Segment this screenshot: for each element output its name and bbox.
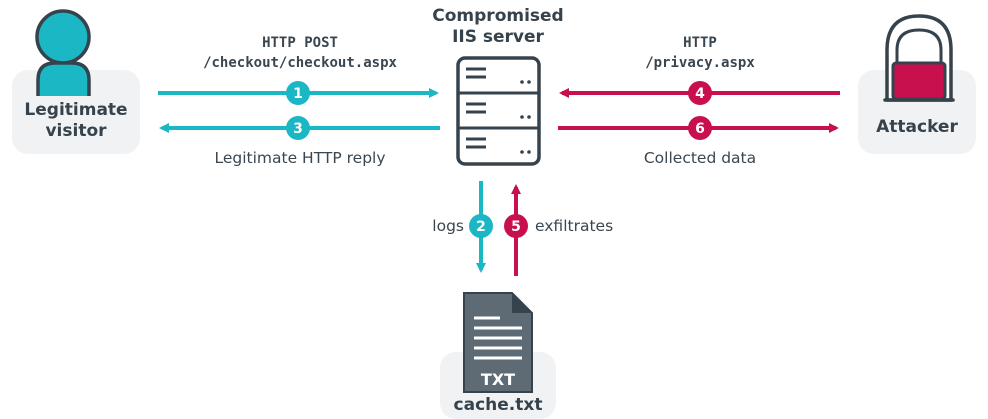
request-right-label: HTTP /privacy.aspx (580, 33, 820, 73)
step-5-number: 5 (511, 219, 521, 235)
step-2-circle (469, 214, 493, 238)
exfiltrates-label: exfiltrates (535, 217, 614, 235)
reply-left-caption: Legitimate HTTP reply (214, 149, 386, 167)
step-6-circle (688, 116, 712, 140)
person-icon (35, 9, 91, 96)
step-6-number: 6 (695, 121, 705, 137)
file-name: cache.txt (453, 395, 543, 415)
visitor-label-line2: visitor (45, 121, 107, 141)
request-right-path: /privacy.aspx (645, 55, 755, 71)
visitor-label-line1: Legitimate (24, 100, 128, 120)
step-4-number: 4 (695, 86, 705, 102)
step-4-circle (688, 81, 712, 105)
file-badge: TXT (481, 370, 515, 389)
server-title: Compromised IIS server (418, 6, 578, 48)
step-1-circle (286, 81, 310, 105)
step-3-circle (286, 116, 310, 140)
request-right-method: HTTP (683, 35, 717, 51)
step-1-number: 1 (293, 86, 303, 102)
reply-right-caption: Collected data (643, 149, 757, 167)
visitor-label: Legitimate visitor (12, 100, 140, 142)
request-left-label: HTTP POST /checkout/checkout.aspx (150, 33, 450, 73)
request-left-method: HTTP POST (262, 35, 338, 51)
attacker-label: Attacker (876, 117, 958, 137)
step-5-circle (504, 214, 528, 238)
server-icon (456, 56, 541, 166)
txt-file-icon (463, 292, 533, 393)
request-left-path: /checkout/checkout.aspx (203, 55, 397, 71)
logs-label: logs (432, 217, 464, 235)
server-title-line2: IIS server (452, 27, 544, 47)
hooded-hacker-icon (883, 14, 955, 102)
step-2-number: 2 (476, 219, 486, 235)
server-title-line1: Compromised (432, 6, 564, 26)
step-3-number: 3 (293, 121, 303, 137)
